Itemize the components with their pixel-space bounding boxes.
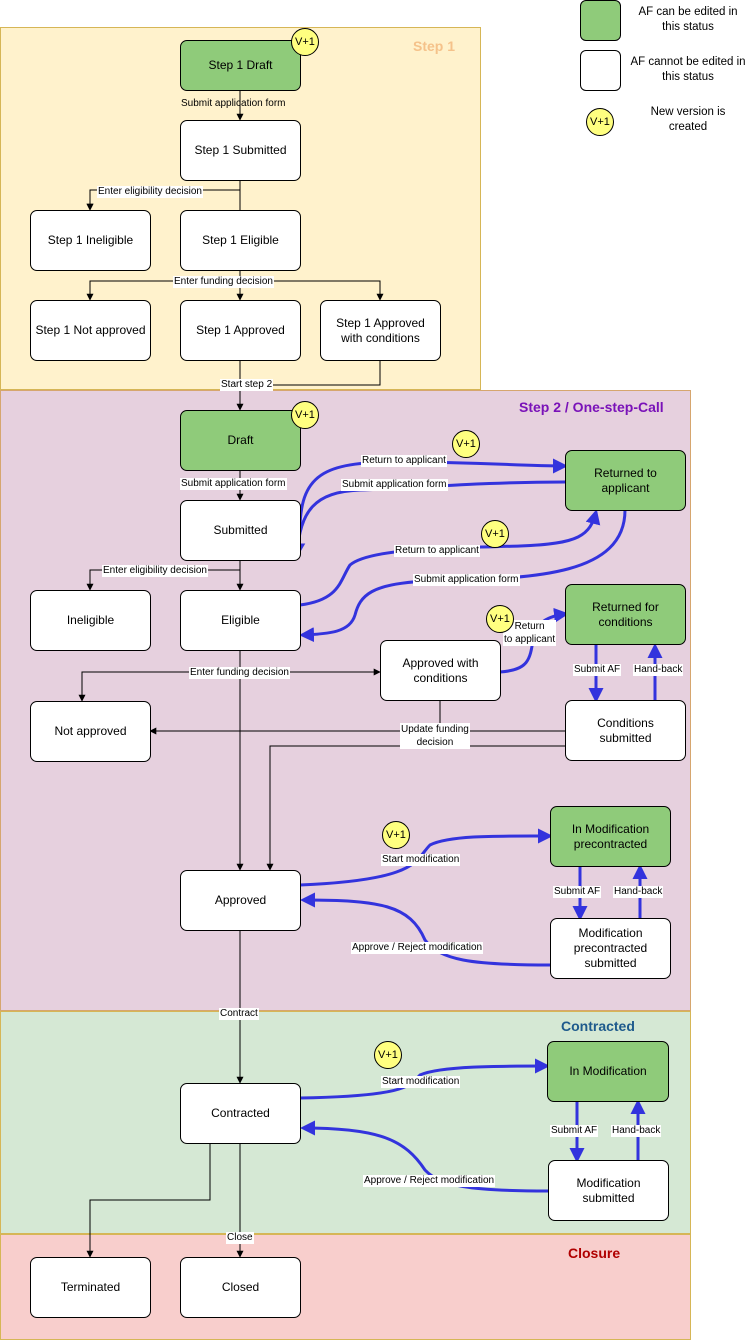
label-update-funding-line1: Update funding: [401, 724, 469, 735]
edge-contracted-terminated: [86, 1143, 211, 1258]
node-step1-draft[interactable]: Step 1 Draft: [180, 40, 301, 91]
label-enter-elig-s1: Enter eligibility decision: [97, 186, 203, 198]
edge-return-applicant-1: [298, 458, 568, 531]
edge-s1-funding-right: [240, 280, 384, 301]
legend-editable-text: AF can be edited in this status: [638, 6, 738, 33]
node-step1-ineligible[interactable]: Step 1 Ineligible: [30, 210, 151, 271]
node-submitted[interactable]: Submitted: [180, 500, 301, 561]
node-approved-with-conditions[interactable]: Approved with conditions: [380, 640, 501, 701]
label-submit-af-s2: Submit application form: [180, 478, 287, 490]
legend-editable-swatch: [580, 0, 621, 41]
label-approve-reject: Approve / Reject modification: [363, 1175, 496, 1187]
label-enter-funding-s1: Enter funding decision: [173, 276, 274, 288]
node-modification-precontracted-submitted[interactable]: Modification precontracted submitted: [550, 918, 671, 979]
node-approved[interactable]: Approved: [180, 870, 301, 931]
version-badge-return-conditions: V+1: [486, 605, 514, 633]
legend-not-editable-swatch: [580, 50, 621, 91]
node-terminated[interactable]: Terminated: [30, 1257, 151, 1318]
label-start-mod: Start modification: [381, 1076, 461, 1088]
lane-closure: Closure: [0, 1234, 691, 1340]
version-badge-return-applicant-1: V+1: [452, 430, 480, 458]
node-step1-approved-conditions[interactable]: Step 1 Approved with conditions: [320, 300, 441, 361]
edge-return-applicant-2: [299, 509, 601, 607]
label-rc-submit-af: Submit AF: [573, 664, 622, 676]
node-contracted[interactable]: Contracted: [180, 1083, 301, 1144]
label-resubmit-1: Submit application form: [341, 479, 448, 491]
label-return-applicant-2: Return to applicant: [394, 545, 480, 557]
label-rc-hand-back: Hand-back: [633, 664, 684, 676]
label-start-mod-pre: Start modification: [381, 854, 461, 866]
node-step1-not-approved[interactable]: Step 1 Not approved: [30, 300, 151, 361]
label-return-conditions-line1: Return: [514, 621, 545, 632]
edge-approve-reject: [300, 1120, 549, 1193]
node-step1-eligible[interactable]: Step 1 Eligible: [180, 210, 301, 271]
version-badge-start-mod: V+1: [374, 1041, 402, 1069]
node-modification-submitted[interactable]: Modification submitted: [548, 1160, 669, 1221]
label-contract: Contract: [219, 1008, 259, 1020]
node-ineligible[interactable]: Ineligible: [30, 590, 151, 651]
lane-title-step1: Step 1: [413, 38, 456, 54]
label-mod-pre-hand-back: Hand-back: [613, 886, 664, 898]
node-closed[interactable]: Closed: [180, 1257, 301, 1318]
label-update-funding: Update funding decision: [400, 723, 470, 749]
node-not-approved[interactable]: Not approved: [30, 701, 151, 762]
label-submit-af-s1: Submit application form: [181, 98, 286, 109]
label-start-step2: Start step 2: [220, 379, 274, 391]
label-return-conditions-line2: to applicant: [504, 634, 556, 645]
label-mod-pre-submit-af: Submit AF: [553, 886, 602, 898]
node-step1-submitted[interactable]: Step 1 Submitted: [180, 120, 301, 181]
edge-update-funding-not-approved: [149, 700, 441, 735]
label-enter-funding-s2: Enter funding decision: [189, 667, 290, 679]
version-badge-draft: V+1: [291, 401, 319, 429]
node-eligible[interactable]: Eligible: [180, 590, 301, 651]
version-badge-return-applicant-2: V+1: [481, 520, 509, 548]
label-approve-reject-pre: Approve / Reject modification: [351, 942, 484, 954]
edge-approve-reject-pre: [300, 892, 551, 967]
label-close: Close: [226, 1232, 254, 1244]
lane-title-step2: Step 2 / One-step-Call: [519, 399, 664, 415]
node-returned-for-conditions[interactable]: Returned for conditions: [565, 584, 686, 645]
node-step1-approved[interactable]: Step 1 Approved: [180, 300, 301, 361]
node-conditions-submitted[interactable]: Conditions submitted: [565, 700, 686, 761]
label-return-applicant-1: Return to applicant: [361, 455, 447, 467]
label-mod-submit-af: Submit AF: [550, 1125, 599, 1137]
node-in-modification[interactable]: In Modification: [547, 1041, 669, 1102]
edge-start-step2-cond: [240, 360, 381, 386]
legend-version-badge: V+1: [586, 108, 614, 136]
lane-title-contracted: Contracted: [561, 1018, 635, 1034]
label-resubmit-2: Submit application form: [413, 574, 520, 586]
edge-start-mod: [299, 1058, 550, 1100]
node-returned-to-applicant[interactable]: Returned to applicant: [565, 450, 686, 511]
legend-new-version-text: New version is created: [650, 106, 726, 133]
version-badge-start-mod-pre: V+1: [382, 821, 410, 849]
label-update-funding-line2: decision: [416, 737, 454, 748]
label-enter-elig-s2: Enter eligibility decision: [102, 565, 208, 577]
edge-cond-submitted-approved: [266, 745, 566, 871]
label-mod-hand-back: Hand-back: [611, 1125, 662, 1137]
edge-funding-not-approved: [78, 671, 240, 702]
node-draft[interactable]: Draft: [180, 410, 301, 471]
version-badge-step1-draft: V+1: [291, 28, 319, 56]
lane-title-closure: Closure: [568, 1245, 621, 1261]
node-in-modification-precontracted[interactable]: In Modification precontracted: [550, 806, 671, 867]
edge-start-mod-pre: [299, 828, 553, 887]
legend-not-editable-text: AF cannot be edited in this status: [630, 56, 746, 83]
